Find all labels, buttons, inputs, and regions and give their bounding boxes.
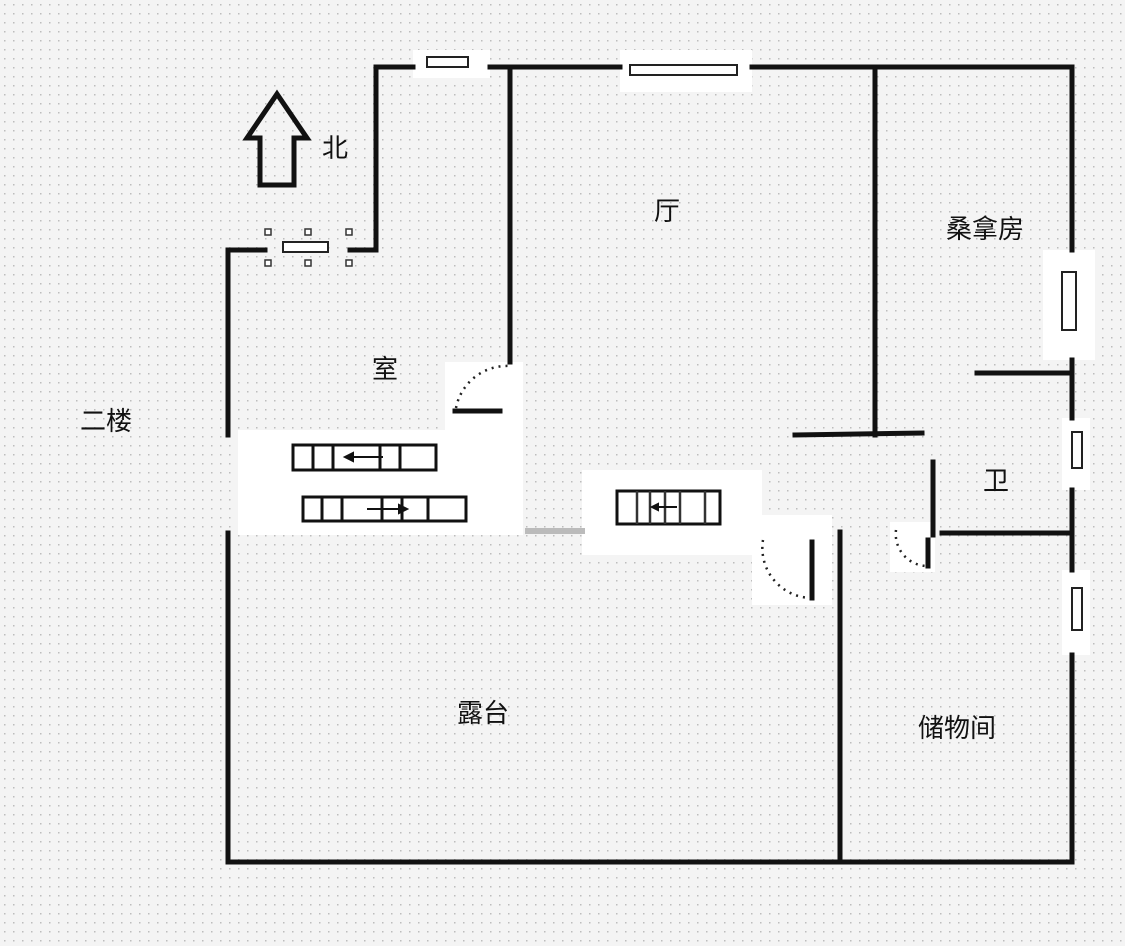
sliding-door-1: [291, 443, 438, 472]
window-room: [282, 241, 329, 253]
window-sauna: [1061, 271, 1077, 331]
room-label-terrace: 露台: [457, 699, 509, 729]
room-label-storage: 储物间: [918, 714, 996, 744]
window-storage: [1071, 587, 1083, 631]
door-swings: [454, 364, 927, 600]
room-label-sauna: 桑拿房: [946, 215, 1024, 245]
window-top-left: [426, 56, 469, 68]
sliding-door-3: [615, 489, 722, 526]
opening-highlights: [238, 50, 1095, 655]
window-top-hall: [629, 64, 738, 76]
room-label-room: 室: [372, 355, 398, 385]
room-label-bathroom: 卫: [983, 467, 1009, 497]
walls: [225, 64, 1075, 865]
windows: [264, 56, 1083, 631]
room-label-hall: 厅: [654, 197, 680, 227]
floor-label: 二楼: [80, 407, 132, 437]
sliding-doors: [291, 443, 722, 526]
north-label: 北: [322, 134, 348, 164]
sliding-door-2: [301, 495, 468, 523]
north-arrow-icon: [242, 89, 312, 188]
window-bathroom: [1071, 431, 1083, 469]
